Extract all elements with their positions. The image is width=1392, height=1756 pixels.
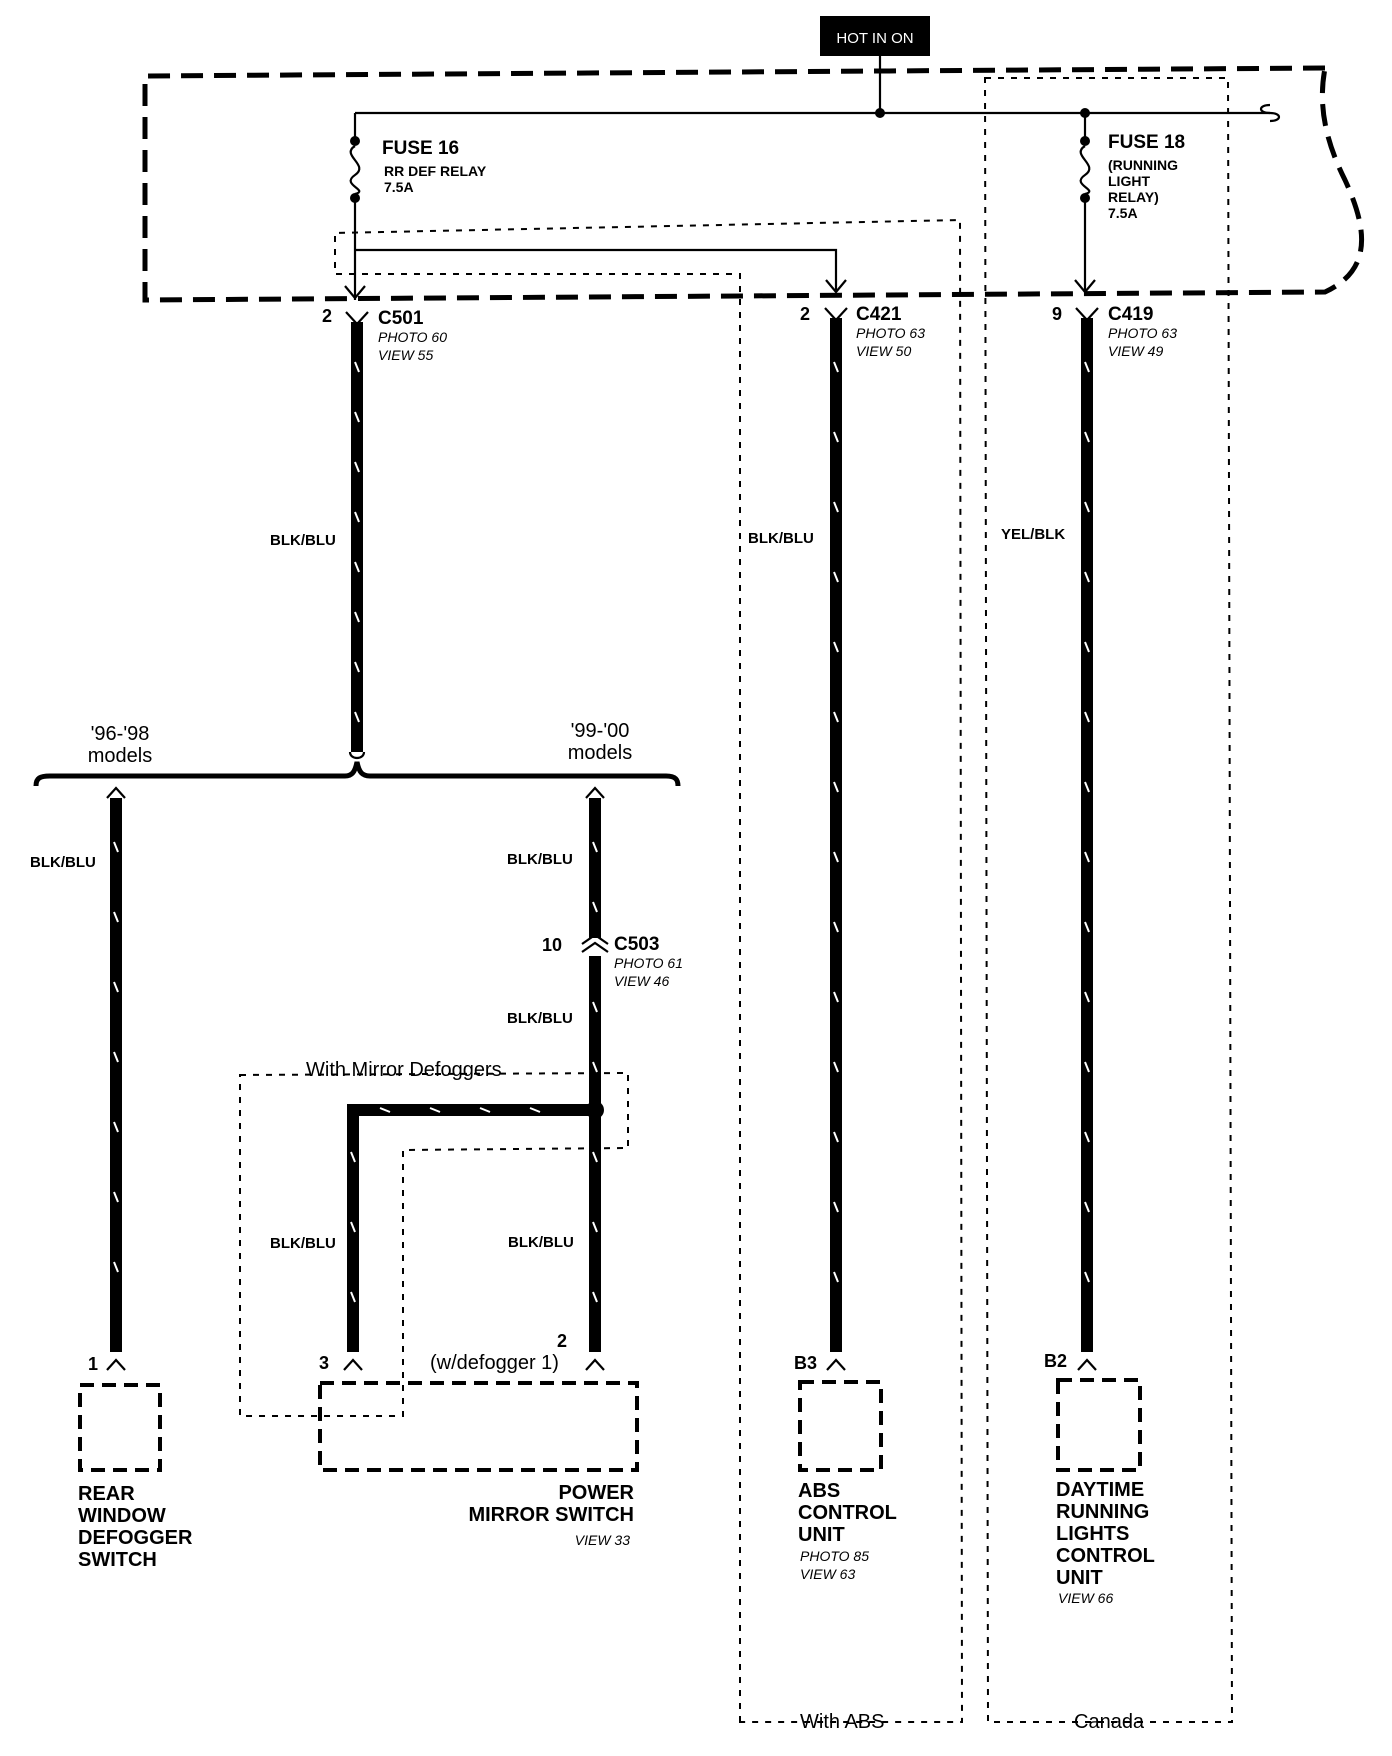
- svg-text:RELAY): RELAY): [1108, 189, 1159, 205]
- svg-text:VIEW 50: VIEW 50: [856, 343, 911, 359]
- canada-box: [983, 77, 1234, 1723]
- power-bus: [355, 56, 1270, 115]
- svg-text:C421: C421: [856, 304, 902, 325]
- hot-in-on-label: HOT IN ON: [820, 16, 930, 56]
- fuse-box-outline: [142, 65, 1365, 303]
- wire-label-rear: BLK/BLU: [30, 854, 96, 871]
- wire-label-mirror-mid: BLK/BLU: [507, 1010, 573, 1027]
- connector-c503: 10 C503 PHOTO 61 VIEW 46: [542, 933, 683, 989]
- svg-text:PHOTO 85: PHOTO 85: [800, 1548, 869, 1564]
- svg-text:B2: B2: [1044, 1351, 1067, 1371]
- svg-text:C419: C419: [1108, 304, 1153, 325]
- power-mirror-switch: 3 2 (w/defogger 1) POWER MIRROR SWITCH V…: [318, 1331, 639, 1548]
- mirror-defoggers-label: With Mirror Defoggers: [306, 1059, 502, 1081]
- svg-text:ABS: ABS: [798, 1480, 840, 1502]
- svg-text:RR DEF RELAY: RR DEF RELAY: [384, 163, 487, 179]
- wire-label-abs: BLK/BLU: [748, 530, 814, 547]
- wire-label-mirror-upper: BLK/BLU: [507, 851, 573, 868]
- svg-text:RUNNING: RUNNING: [1056, 1501, 1149, 1523]
- svg-text:1: 1: [88, 1354, 98, 1374]
- connector-c421: 2 C421 PHOTO 63 VIEW 50: [800, 304, 925, 359]
- wire-label-c501: BLK/BLU: [270, 532, 336, 549]
- bus-end-symbol: [1259, 103, 1281, 123]
- svg-text:2: 2: [557, 1331, 567, 1351]
- svg-text:VIEW 49: VIEW 49: [1108, 343, 1163, 359]
- svg-text:7.5A: 7.5A: [384, 179, 414, 195]
- svg-text:7.5A: 7.5A: [1108, 205, 1138, 221]
- svg-text:models: models: [568, 742, 632, 764]
- svg-text:models: models: [88, 745, 152, 767]
- wire-mirror-defogger: [347, 1104, 595, 1352]
- wire-stripes: [113, 361, 1090, 1303]
- svg-text:VIEW 63: VIEW 63: [800, 1566, 855, 1582]
- model-split-bracket: '96-'98 models '99-'00 models: [33, 720, 681, 799]
- svg-text:B3: B3: [794, 1353, 817, 1373]
- svg-text:VIEW 33: VIEW 33: [575, 1532, 630, 1548]
- svg-text:DAYTIME: DAYTIME: [1056, 1479, 1144, 1501]
- svg-text:2: 2: [800, 304, 810, 324]
- svg-text:CONTROL: CONTROL: [1056, 1545, 1155, 1567]
- svg-text:POWER: POWER: [558, 1482, 634, 1504]
- svg-text:9: 9: [1052, 304, 1062, 324]
- svg-text:UNIT: UNIT: [1056, 1567, 1103, 1589]
- mirror-splice: [586, 1101, 604, 1119]
- svg-text:MIRROR SWITCH: MIRROR SWITCH: [468, 1504, 634, 1526]
- svg-text:DEFOGGER: DEFOGGER: [78, 1527, 193, 1549]
- svg-text:UNIT: UNIT: [798, 1524, 845, 1546]
- drl-control-unit: B2 DAYTIME RUNNING LIGHTS CONTROL UNIT V…: [1044, 1351, 1155, 1606]
- wire-label-drl: YEL/BLK: [1001, 526, 1065, 543]
- svg-text:10: 10: [542, 935, 562, 955]
- svg-text:VIEW 55: VIEW 55: [378, 347, 433, 363]
- svg-text:'99-'00: '99-'00: [571, 720, 630, 742]
- wire-label-mirror-right: BLK/BLU: [508, 1234, 574, 1251]
- svg-text:VIEW 46: VIEW 46: [614, 973, 669, 989]
- svg-text:PHOTO 61: PHOTO 61: [614, 955, 683, 971]
- svg-text:LIGHTS: LIGHTS: [1056, 1523, 1129, 1545]
- svg-text:SWITCH: SWITCH: [78, 1549, 157, 1571]
- svg-text:C501: C501: [378, 308, 424, 329]
- wire-label-mirror-left: BLK/BLU: [270, 1235, 336, 1252]
- svg-text:(w/defogger 1): (w/defogger 1): [430, 1352, 559, 1374]
- svg-text:HOT IN ON: HOT IN ON: [836, 30, 913, 47]
- rear-window-defogger-switch: 1 REAR WINDOW DEFOGGER SWITCH: [78, 1354, 193, 1571]
- svg-text:VIEW 66: VIEW 66: [1058, 1590, 1113, 1606]
- fuse16-branch-c421: [355, 248, 838, 290]
- connector-c419: 9 C419 PHOTO 63 VIEW 49: [1052, 304, 1177, 359]
- with-abs-label: With ABS: [800, 1711, 884, 1733]
- svg-text:2: 2: [322, 306, 332, 326]
- svg-text:3: 3: [319, 1353, 329, 1373]
- fuse-18: FUSE 18 (RUNNING LIGHT RELAY) 7.5A: [1074, 113, 1185, 294]
- svg-text:CONTROL: CONTROL: [798, 1502, 897, 1524]
- svg-text:WINDOW: WINDOW: [78, 1505, 166, 1527]
- fuse-16: FUSE 16 RR DEF RELAY 7.5A: [349, 113, 487, 300]
- abs-control-unit: B3 ABS CONTROL UNIT PHOTO 85 VIEW 63: [794, 1353, 897, 1582]
- canada-label: Canada: [1074, 1711, 1145, 1733]
- svg-text:'96-'98: '96-'98: [91, 723, 150, 745]
- svg-text:PHOTO 63: PHOTO 63: [1108, 325, 1177, 341]
- svg-text:(RUNNING: (RUNNING: [1108, 157, 1178, 173]
- svg-text:FUSE 18: FUSE 18: [1108, 132, 1185, 153]
- svg-text:C503: C503: [614, 934, 659, 955]
- c501-arrow: [344, 285, 366, 300]
- svg-text:FUSE 16: FUSE 16: [382, 138, 459, 159]
- bus-junction: [875, 108, 885, 118]
- svg-text:REAR: REAR: [78, 1483, 135, 1505]
- svg-text:LIGHT: LIGHT: [1108, 173, 1150, 189]
- with-abs-box: [334, 218, 964, 1723]
- pin-terminals: [106, 1358, 1097, 1371]
- connector-c501: 2 C501 PHOTO 60 VIEW 55: [322, 306, 447, 363]
- c421-arrow: [825, 279, 847, 294]
- svg-text:PHOTO 60: PHOTO 60: [378, 329, 447, 345]
- svg-text:PHOTO 63: PHOTO 63: [856, 325, 925, 341]
